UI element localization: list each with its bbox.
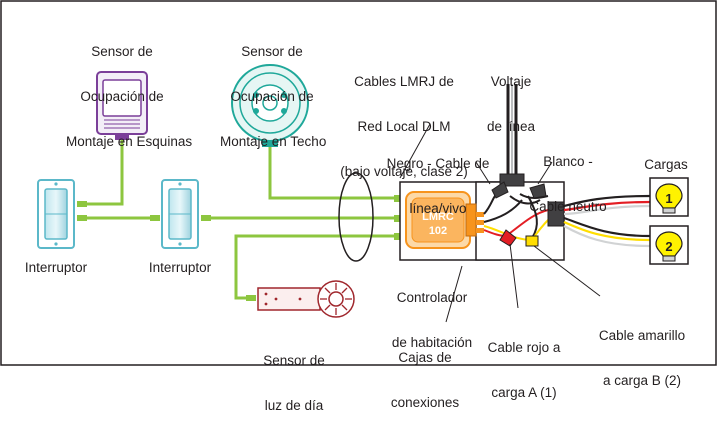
junction-boxes-label-line-1: Cajas de bbox=[398, 350, 452, 365]
yellow-cable-label: Cable amarillo a carga B (2) bbox=[586, 298, 698, 418]
room-controller-label-line-1: Controlador bbox=[396, 290, 468, 305]
red-cable-label: Cable rojo a carga A (1) bbox=[476, 310, 572, 430]
black-cable-label-line-2: línea/vivo bbox=[409, 201, 467, 216]
lmrj-cable-bundle-marker bbox=[338, 172, 374, 262]
switch-1-label: Interruptor bbox=[24, 260, 88, 275]
line-voltage-label-line-2: de línea bbox=[486, 119, 536, 134]
daylight-sensor-label-line-2: luz de día bbox=[264, 398, 324, 413]
daylight-sensor-label-line-1: Sensor de bbox=[263, 353, 325, 368]
switch-1-icon bbox=[37, 179, 75, 249]
black-cable-label-line-1: Negro - Cable de bbox=[386, 156, 490, 171]
lmrj-cables-label-line-1: Cables LMRJ de bbox=[354, 74, 454, 89]
corner-sensor-label-line-2: Ocupación de bbox=[80, 89, 164, 104]
room-controller-icon bbox=[405, 191, 484, 249]
ceiling-sensor-label-line-3: Montaje en Techo bbox=[220, 134, 327, 149]
daylight-sensor-label: Sensor de luz de día bbox=[252, 323, 336, 443]
line-voltage-conduit bbox=[499, 84, 525, 187]
line-voltage-label-line-1: Voltaje bbox=[490, 74, 532, 89]
corner-occupancy-sensor-icon bbox=[96, 71, 148, 140]
line-voltage-label: Voltaje de línea bbox=[472, 44, 550, 164]
lmrj-cables-label-line-2: Red Local DLM bbox=[357, 119, 451, 134]
corner-sensor-label: Sensor de Ocupación de Montaje en Esquin… bbox=[66, 14, 193, 179]
red-cable-label-line-1: Cable rojo a bbox=[487, 340, 561, 355]
bulb-2-icon bbox=[655, 231, 683, 262]
white-cable-label: Blanco - Cable neutro bbox=[520, 124, 616, 244]
controller-model-label: LMRC bbox=[422, 211, 454, 223]
diagram-frame bbox=[0, 0, 717, 366]
load-number-2: 2 bbox=[665, 239, 672, 254]
junction-boxes-label-line-2: conexiones bbox=[390, 395, 460, 410]
daylight-sensor-icon bbox=[257, 280, 355, 318]
corner-sensor-label-line-1: Sensor de bbox=[91, 44, 153, 59]
switch-2-label: Interruptor bbox=[148, 260, 212, 275]
diagram-canvas: LMRC 102 1 2 bbox=[0, 0, 717, 366]
bulb-1-icon bbox=[655, 183, 683, 214]
ceiling-sensor-label: Sensor de Ocupación de Montaje en Techo bbox=[220, 14, 327, 179]
load-wires bbox=[563, 194, 651, 248]
lmrj-cables-label: Cables LMRJ de Red Local DLM (bajo volta… bbox=[336, 44, 472, 209]
loads-label: Cargas bbox=[644, 157, 688, 172]
yellow-cable-label-line-1: Cable amarillo bbox=[598, 328, 686, 343]
network-connectors bbox=[77, 195, 404, 301]
lmrj-cables-label-line-3: (bajo voltaje, clase 2) bbox=[340, 164, 468, 179]
corner-sensor-label-line-3: Montaje en Esquinas bbox=[66, 134, 193, 149]
ceiling-occupancy-sensor-icon bbox=[231, 64, 309, 147]
controller-model-number: 102 bbox=[429, 225, 447, 237]
network-cables bbox=[86, 140, 400, 300]
ceiling-sensor-label-line-2: Ocupación de bbox=[230, 89, 314, 104]
ceiling-sensor-label-line-1: Sensor de bbox=[241, 44, 303, 59]
room-controller-label-line-2: de habitación bbox=[391, 335, 473, 350]
lighting-control-diagram: LMRC 102 1 2 Sensor de Ocupación de Mont… bbox=[0, 0, 717, 413]
wire-nuts bbox=[491, 181, 547, 247]
yellow-cable-label-line-2: a carga B (2) bbox=[602, 373, 682, 388]
room-controller-label: Controlador de habitación bbox=[382, 260, 482, 380]
switch-2-icon bbox=[161, 179, 199, 249]
junction-boxes-label: Cajas de conexiones bbox=[380, 320, 470, 440]
callout-leaders bbox=[399, 123, 601, 323]
load-number-1: 1 bbox=[665, 191, 672, 206]
red-cable-label-line-2: carga A (1) bbox=[491, 385, 557, 400]
white-cable-label-line-1: Blanco - bbox=[543, 154, 593, 169]
white-cable-label-line-2: Cable neutro bbox=[529, 199, 607, 214]
black-cable-label: Negro - Cable de línea/vivo bbox=[382, 126, 494, 246]
